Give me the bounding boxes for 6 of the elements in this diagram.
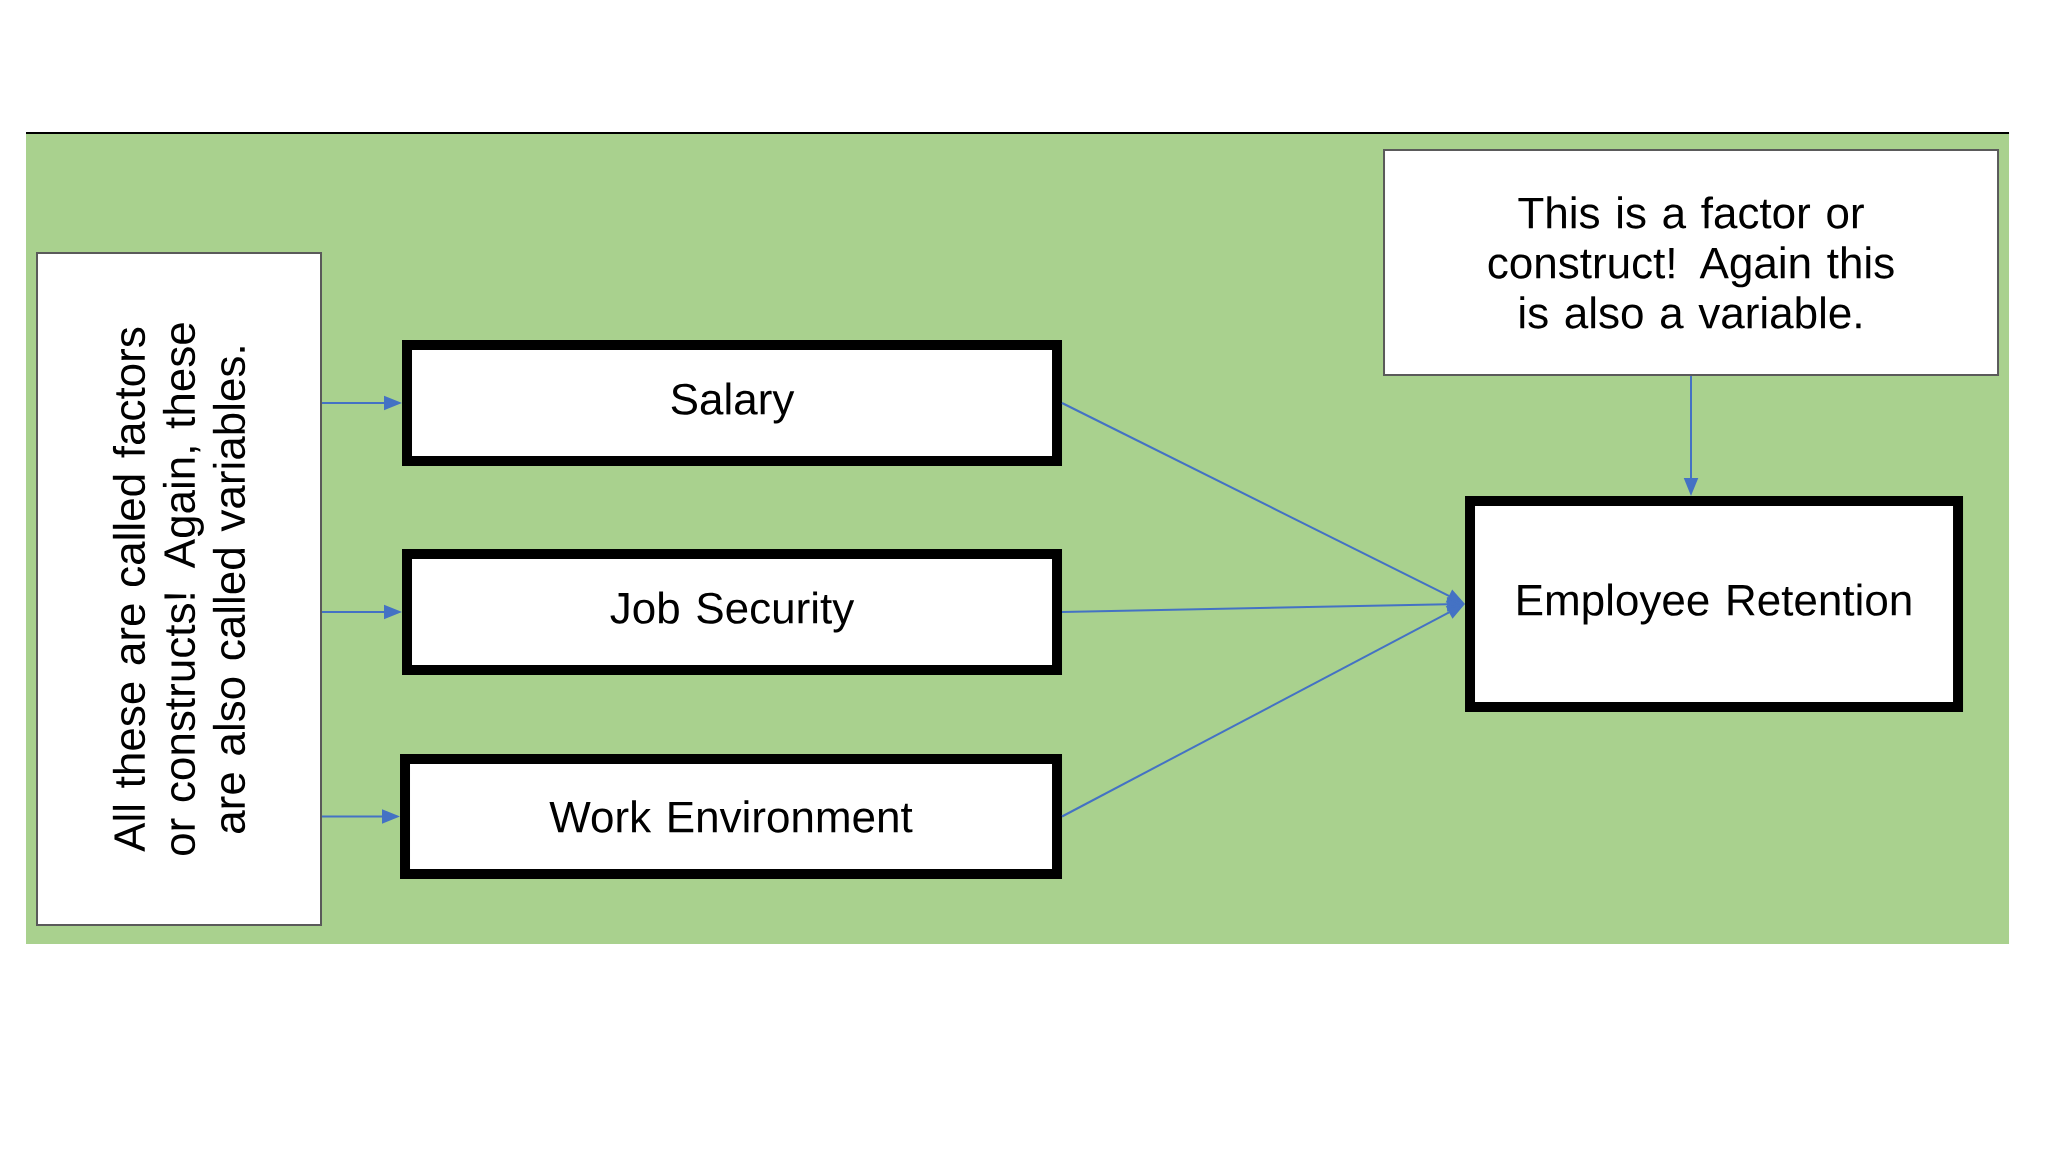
note-box: All these are called factors or constructs! Again, these are also called variables. [36,252,322,926]
factor-box: Employee Retention [1465,496,1964,712]
note-box: This is a factor or construct! Again this is also a variable. [1383,149,2000,376]
factor-box: Job Security [402,549,1062,675]
factor-box: Salary [402,340,1062,466]
factor-box: Work Environment [400,754,1062,879]
